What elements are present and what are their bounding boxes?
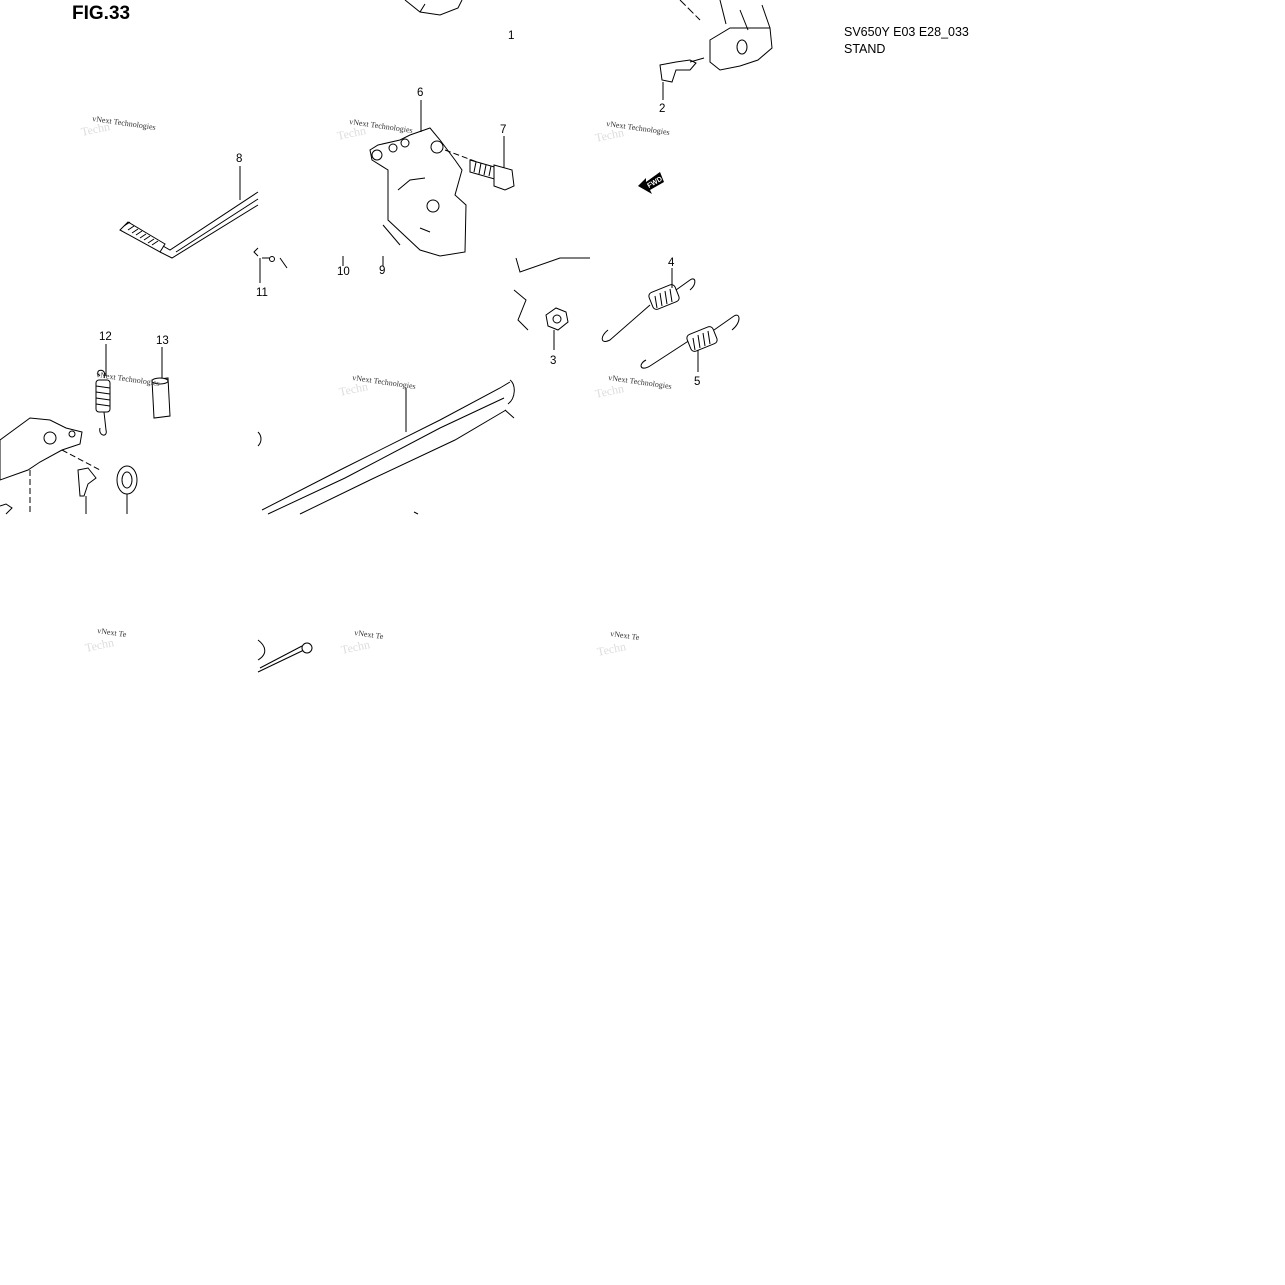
callout-7: 7 bbox=[500, 124, 506, 136]
svg-text:Techn: Techn bbox=[338, 379, 369, 399]
callout-2: 2 bbox=[659, 103, 665, 115]
callout-5: 5 bbox=[694, 376, 700, 388]
callout-4: 4 bbox=[668, 257, 675, 269]
svg-text:Techn: Techn bbox=[596, 639, 627, 659]
tile-middle-center bbox=[257, 379, 515, 515]
callout-3: 3 bbox=[550, 355, 556, 367]
watermark-text: vNext Te bbox=[610, 629, 641, 642]
callout-8: 8 bbox=[236, 153, 242, 165]
callout-1: 1 bbox=[508, 30, 514, 42]
tile-top-center: 6 7 10 9 1 bbox=[337, 0, 515, 278]
watermark-text: vNext Te bbox=[354, 628, 385, 641]
svg-text:Techn: Techn bbox=[594, 125, 625, 145]
svg-text:Techn: Techn bbox=[594, 381, 625, 401]
figure-title: FIG.33 bbox=[72, 3, 131, 24]
tile-bottom bbox=[257, 639, 313, 673]
tile-middle-right: 3 4 5 bbox=[513, 257, 740, 388]
forward-direction-arrow-icon: FWD bbox=[638, 172, 664, 194]
svg-text:Techn: Techn bbox=[84, 635, 115, 655]
svg-text:FWD: FWD bbox=[646, 176, 663, 190]
svg-text:Techn: Techn bbox=[340, 637, 371, 657]
watermark-group: Techn vNext Technologies Techn vNext Tec… bbox=[80, 114, 673, 659]
callout-10: 10 bbox=[337, 266, 350, 278]
callout-12: 12 bbox=[99, 331, 112, 343]
watermark-text: vNext Te bbox=[97, 626, 128, 639]
tile-top-right: 2 FWD bbox=[638, 0, 773, 194]
section-name-label: STAND bbox=[844, 42, 886, 56]
callout-11: 11 bbox=[256, 287, 268, 299]
callout-6: 6 bbox=[417, 87, 423, 99]
callout-9: 9 bbox=[379, 265, 385, 277]
model-code-label: SV650Y E03 E28_033 bbox=[844, 25, 969, 39]
tile-top-left: 8 11 bbox=[119, 153, 288, 299]
svg-text:Techn: Techn bbox=[80, 119, 111, 139]
tile-middle-left: 12 13 bbox=[0, 331, 171, 515]
callout-13: 13 bbox=[156, 335, 169, 347]
svg-text:Techn: Techn bbox=[336, 123, 367, 143]
